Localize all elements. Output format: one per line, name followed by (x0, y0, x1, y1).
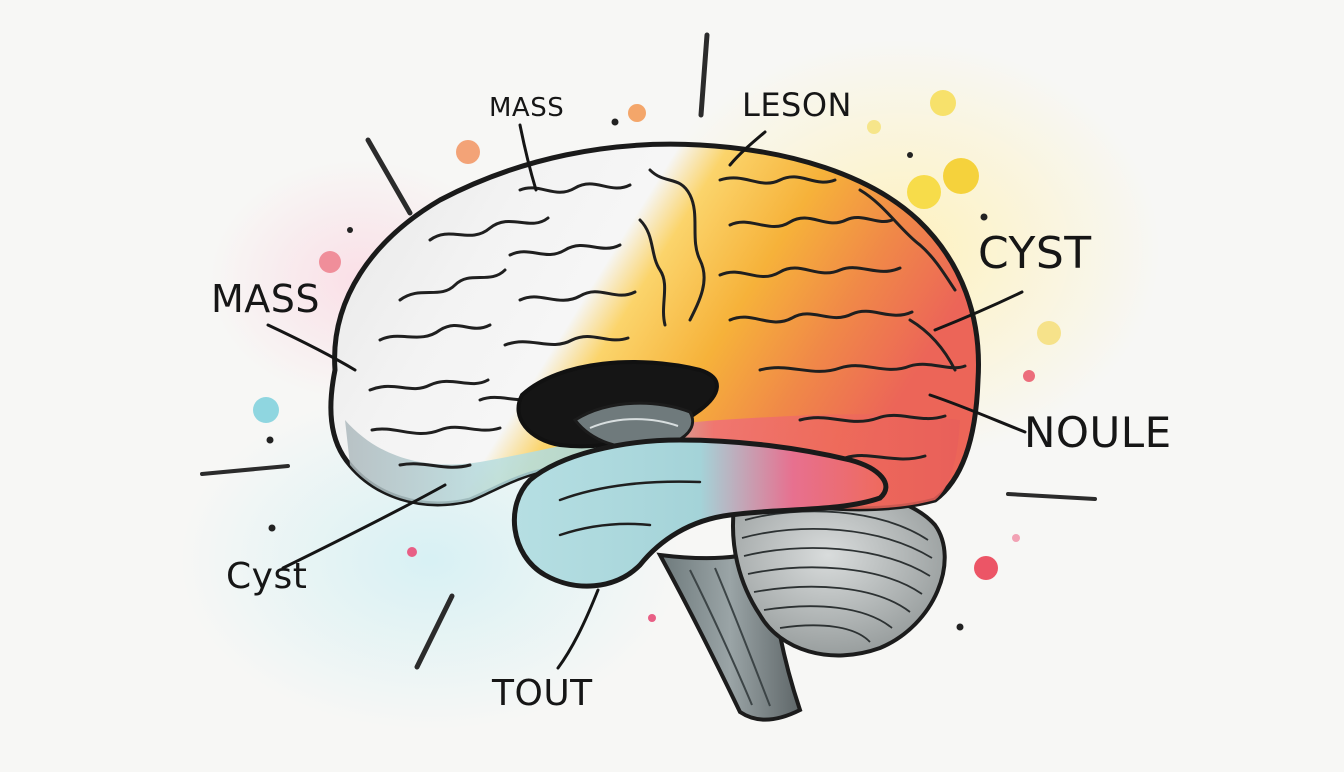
leader-nodule (928, 393, 1027, 434)
accent-strokes (200, 32, 1097, 670)
thalamus (572, 401, 694, 450)
confetti-dots (253, 90, 1061, 631)
leader-mass-top (518, 123, 538, 192)
leader-cyst-left (281, 483, 447, 570)
label-mass-top: MASS (489, 93, 565, 123)
cerebellum-folia (741, 510, 933, 643)
leader-tout (556, 588, 600, 670)
leader-cyst-right (933, 290, 1024, 332)
label-tout: TOUT (492, 673, 593, 714)
label-cyst-right: CYST (978, 228, 1092, 279)
leader-lines (266, 123, 1027, 670)
temporal-lobe (511, 437, 889, 589)
leader-lesion (728, 130, 767, 167)
brain-stem-lines (689, 567, 771, 707)
label-lesion: LESON (742, 86, 852, 124)
label-mass-left: MASS (211, 277, 321, 321)
label-nodule: NOULE (1024, 408, 1172, 457)
leader-mass-left (266, 323, 357, 372)
label-cyst-left: Cyst (226, 556, 308, 597)
